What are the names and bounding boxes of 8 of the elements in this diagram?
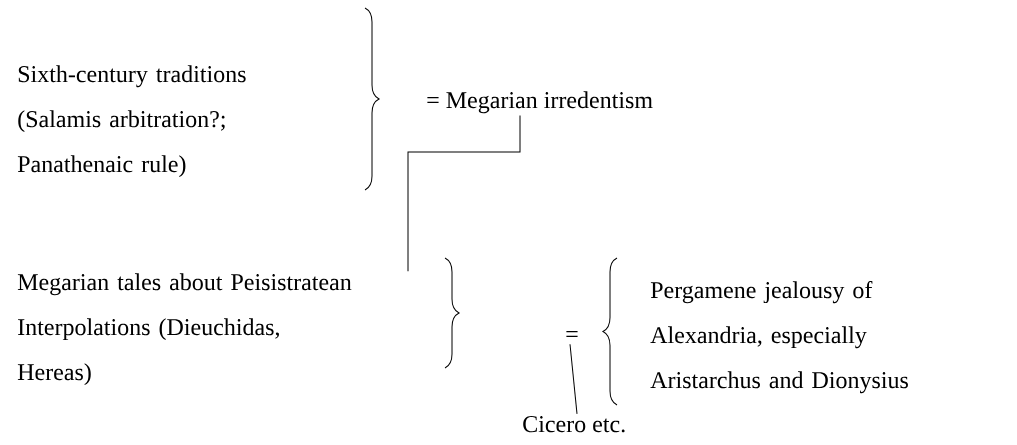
text-label: Cicero etc. — [523, 416, 625, 433]
connector-line — [407, 114, 521, 272]
text-label: = — [566, 331, 578, 338]
text-label: Pergamene jealousy of Alexandria, especially Aristarchus and Dionysius — [650, 281, 908, 394]
text-label: Sixth-century traditions (Salamis arbitration?; Panathenaic rule) — [17, 65, 246, 178]
text-label: = Megarian irredentism — [427, 91, 653, 114]
connector-line — [569, 343, 578, 415]
text-label: Megarian tales about Peisistratean Interpolations (Dieuchidas, Hereas) — [17, 273, 352, 386]
